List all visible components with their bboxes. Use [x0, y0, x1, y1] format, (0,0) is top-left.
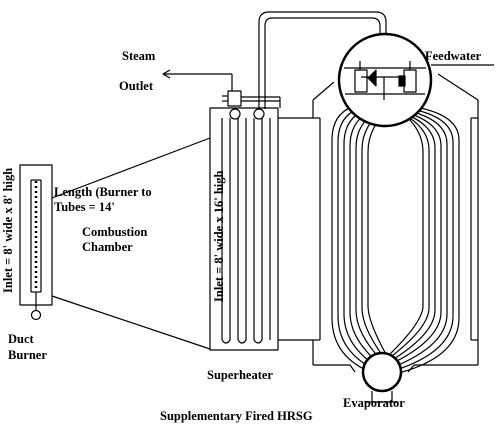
combustion-label-line2: Chamber	[82, 240, 133, 254]
burner-igniter-icon	[30, 309, 42, 321]
evaporator-tubes	[331, 103, 460, 375]
drum-baffle	[398, 75, 406, 87]
mud-drum	[361, 351, 403, 403]
feedwater-label: Feedwater	[425, 49, 482, 63]
transition-duct	[51, 137, 211, 350]
drum-baffle	[367, 69, 377, 87]
evaporator-label: Evaporator	[343, 396, 405, 410]
duct-label-line2: Burner	[8, 348, 47, 362]
superheater-label: Superheater	[207, 368, 273, 382]
outlet-label: Outlet	[119, 79, 154, 93]
diagram-labels: Steam Outlet Feedwater Inlet = 8' wide x…	[1, 49, 482, 423]
inlet-right-label: Inlet = 8' wide x 16' high	[212, 171, 226, 302]
length-label-line2: Tubes = 14'	[54, 200, 115, 214]
superheater-casing	[209, 107, 279, 351]
superheater-header-icon	[253, 108, 265, 120]
superheater-section	[209, 90, 281, 351]
length-label-line1: Length (Burner to	[54, 185, 152, 199]
combustion-label-line1: Combustion	[82, 225, 147, 239]
steam-drum	[337, 32, 494, 128]
superheater-header-icon	[229, 108, 241, 120]
steam-outlet-arrow	[162, 69, 233, 91]
mud-drum-shell	[361, 351, 403, 393]
evaporator-section	[278, 73, 479, 373]
inlet-left-label: Inlet = 8' wide x 8' high	[1, 168, 15, 293]
steam-label: Steam	[122, 49, 156, 63]
steam-drum-shell	[337, 32, 433, 128]
duct-burner-section	[19, 164, 53, 321]
diagram-caption: Supplementary Fired HRSG	[160, 409, 313, 423]
duct-label-line1: Duct	[8, 332, 35, 346]
steam-outlet-header	[227, 90, 242, 107]
drum-separator	[354, 69, 368, 93]
